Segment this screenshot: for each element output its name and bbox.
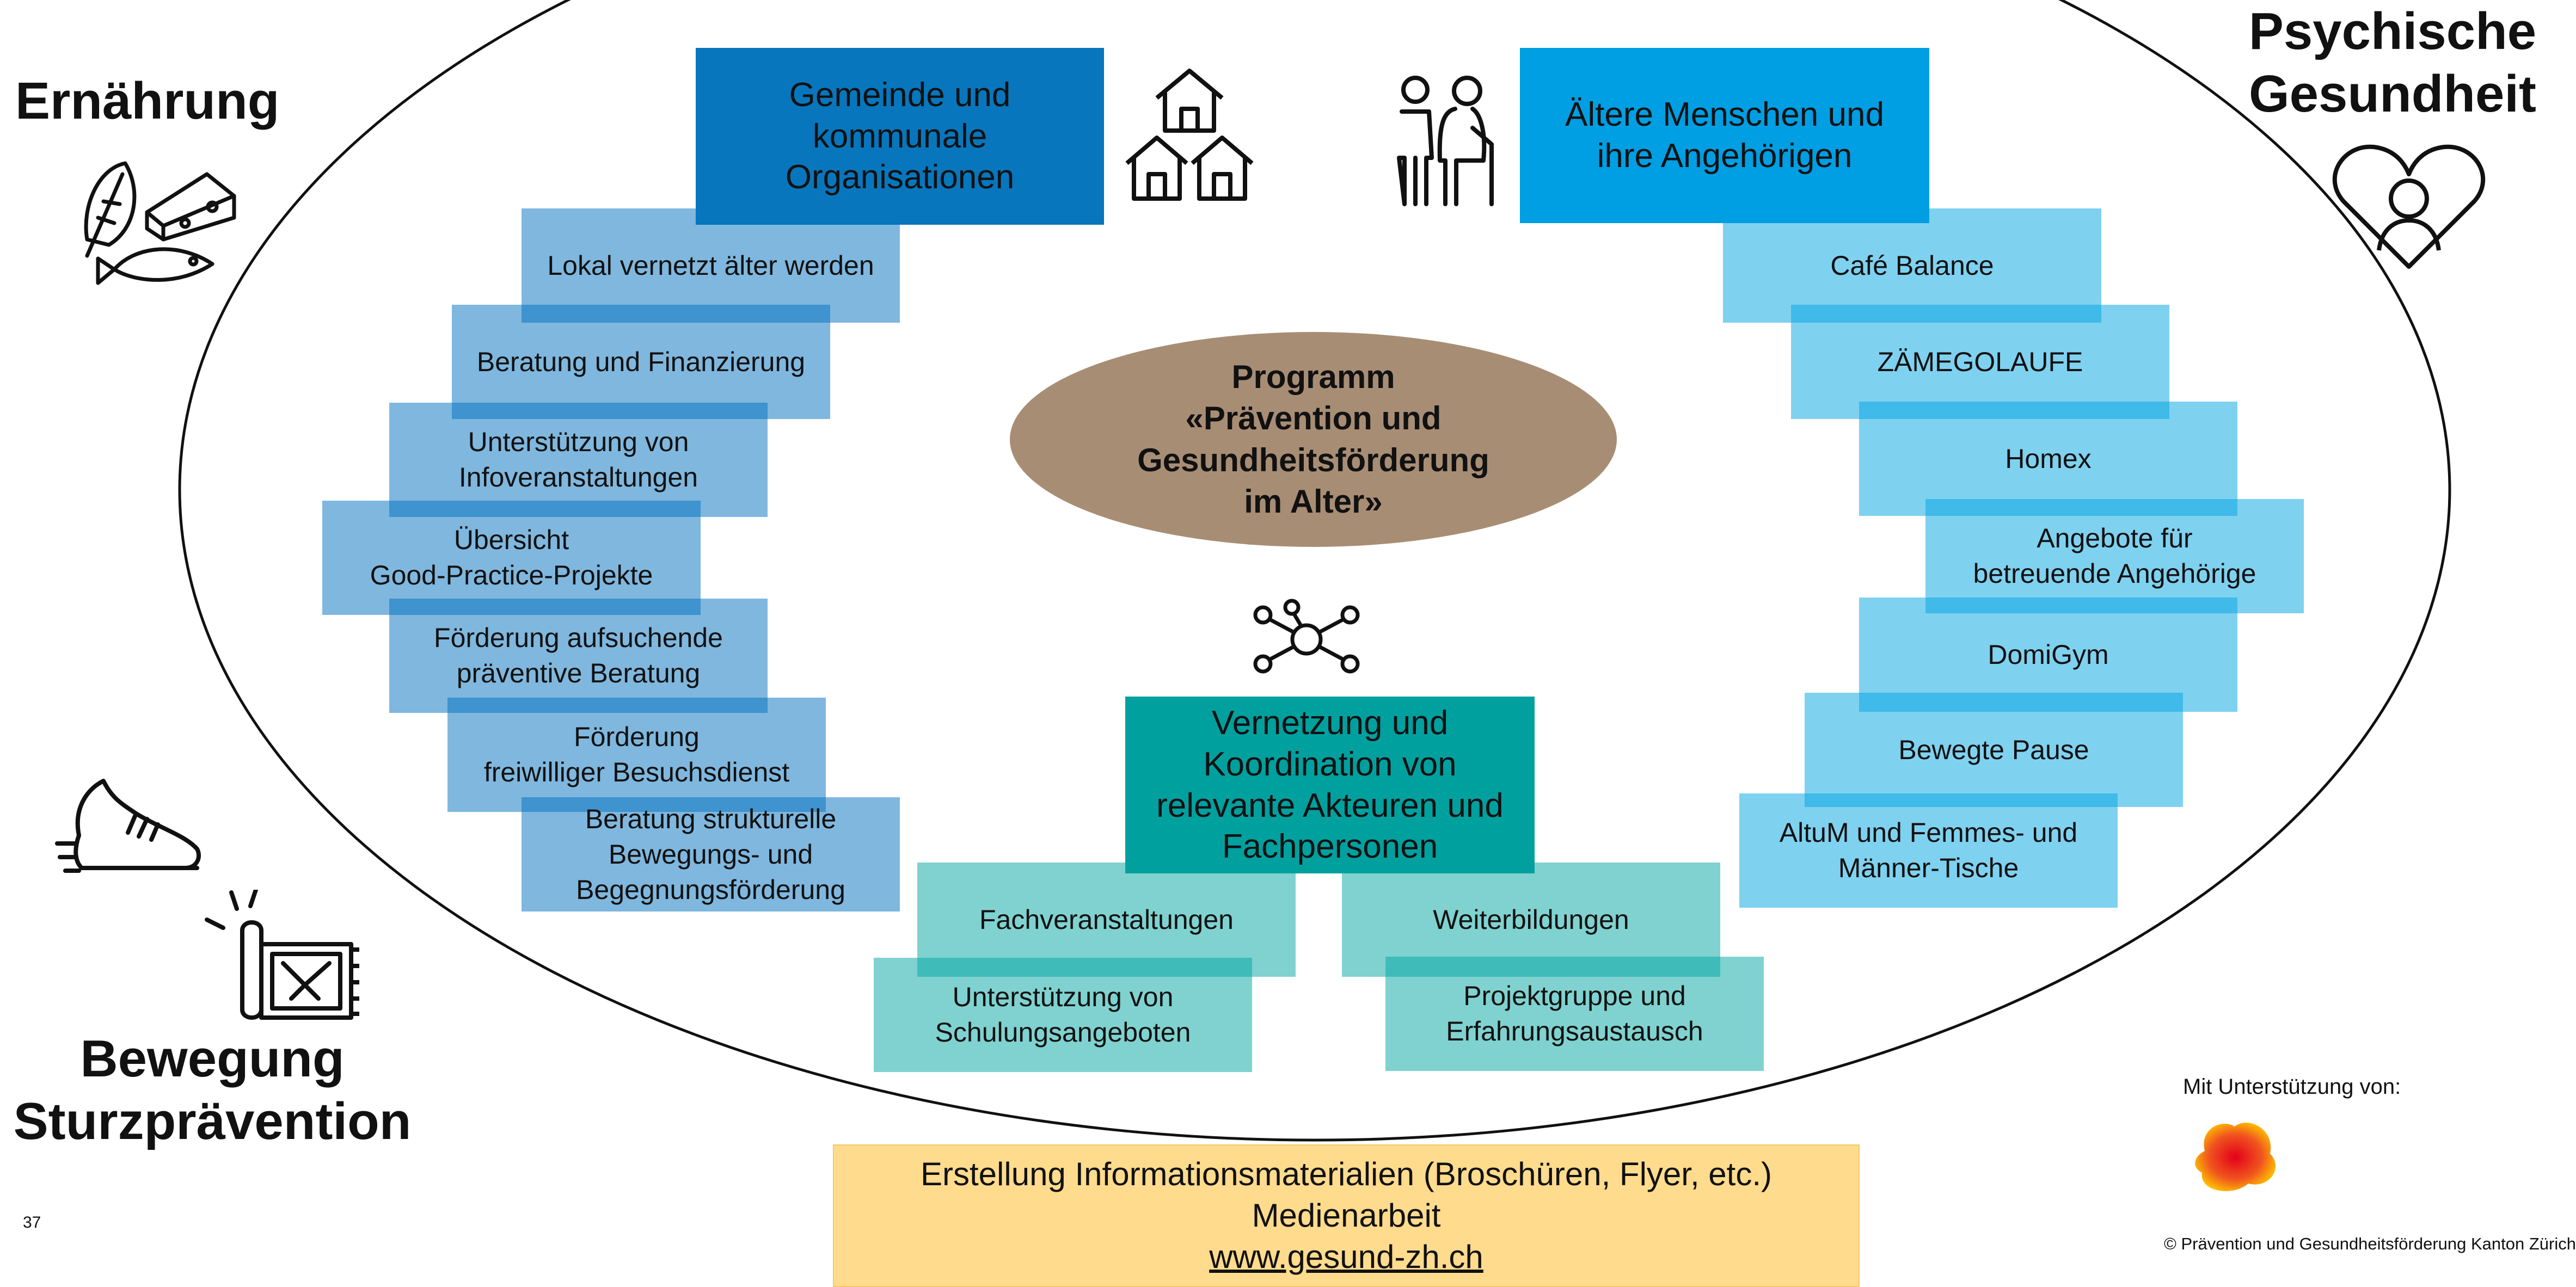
seniors-item: Bewegte Pause [1805, 693, 2183, 807]
pillar-title-line: Fachpersonen [1222, 828, 1438, 866]
tripping-rug-icon [201, 890, 359, 1023]
information-materials-box: Erstellung Informationsmaterialien (Bros… [833, 1144, 1860, 1287]
pillar-title-line: ihre Angehörigen [1597, 137, 1853, 175]
network-item-label: Fachveranstaltungen [979, 904, 1234, 935]
community-item: Beratung und Finanzierung [452, 305, 830, 419]
community-item-label: Beratung strukturelle [585, 803, 837, 834]
seniors-item: AltuM und Femmes- und Männer-Tische [1739, 793, 2118, 908]
network-item-label: Weiterbildungen [1433, 904, 1629, 935]
seniors-item: ZÄMEGOLAUFE [1791, 305, 2169, 419]
community-item-label: Good-Practice-Projekte [370, 560, 653, 590]
food-icon [76, 152, 240, 294]
seniors-item-label: Café Balance [1830, 250, 1994, 281]
seniors-item-label: Homex [2005, 443, 2092, 474]
community-item-label: Beratung und Finanzierung [476, 346, 806, 377]
seniors-item-label: Männer-Tische [1838, 853, 2019, 883]
network-item-label: Schulungsangeboten [935, 1017, 1191, 1048]
community-item-label: Förderung [574, 722, 700, 752]
community-item: Übersicht Good-Practice-Projekte [322, 501, 701, 615]
seniors-item: Angebote für betreuende Angehörige [1925, 499, 2304, 613]
info-line: Erstellung Informationsmaterialien (Bros… [921, 1155, 1772, 1192]
community-item-label: Bewegungs- und [608, 839, 813, 870]
elderly-couple-icon [1391, 73, 1500, 207]
network-item-label: Projektgruppe und [1463, 981, 1686, 1011]
program-title: Programm «Prävention und Gesundheitsförd… [1010, 332, 1617, 547]
corner-title-line: Sturzprävention [13, 1092, 412, 1151]
copyright: © Prävention und Gesundheitsförderung Ka… [2164, 1234, 2576, 1253]
seniors-item-label: betreuende Angehörige [1973, 558, 2256, 589]
community-item: Unterstützung von Infoveranstaltungen [389, 403, 768, 517]
community-item-label: Übersicht [453, 525, 569, 555]
seniors-item-label: DomiGym [1988, 639, 2109, 670]
heart-person-icon [2330, 141, 2488, 272]
community-item: Beratung strukturelle Bewegungs- und Beg… [522, 797, 900, 912]
community-item-label: Infoveranstaltungen [458, 462, 698, 492]
community-item-label: Begegnungsförderung [576, 874, 845, 905]
community-item: Förderung aufsuchende präventive Beratun… [389, 599, 768, 713]
network-icon [1249, 599, 1364, 678]
program-title-line: im Alter» [1244, 483, 1383, 520]
pillar-title-line: kommunale [812, 117, 988, 155]
pillar-title-line: Koordination von [1203, 745, 1457, 783]
seniors-pillar-title: Ältere Menschen und ihre Angehörigen [1520, 48, 1929, 223]
seniors-item-label: AltuM und Femmes- und [1779, 817, 2078, 848]
network-pillar-title: Vernetzung und Koordination von relevant… [1125, 697, 1535, 873]
program-title-line: Gesundheitsförderung [1137, 441, 1489, 478]
corner-title-movement: Bewegung Sturzprävention [11, 1027, 414, 1153]
community-item-label: Förderung aufsuchende [434, 623, 723, 653]
seniors-item-label: Bewegte Pause [1898, 734, 2089, 765]
info-line: Medienarbeit [1252, 1197, 1441, 1234]
community-item-label: Unterstützung von [468, 427, 689, 457]
corner-title-line: Gesundheit [2248, 65, 2537, 124]
program-title-line: «Prävention und [1185, 400, 1442, 437]
seniors-item-label: Angebote für [2037, 523, 2193, 553]
sponsor-logo [2188, 1113, 2286, 1200]
corner-title-mental-health: Psychische Gesundheit [2221, 0, 2564, 125]
pillar-title-line: Vernetzung und [1211, 704, 1449, 742]
pillar-title-line: relevante Akteuren und [1156, 786, 1504, 824]
community-item-label: Lokal vernetzt älter werden [547, 250, 874, 281]
community-item-label: präventive Beratung [456, 658, 701, 688]
seniors-item: Homex [1859, 402, 2237, 516]
page-number: 37 [23, 1214, 41, 1231]
corner-title-line: Bewegung [80, 1030, 345, 1088]
running-shoe-icon [54, 775, 204, 884]
pillar-title-line: Organisationen [785, 158, 1015, 196]
pillar-title-line: Ältere Menschen und [1565, 96, 1884, 134]
network-item: Unterstützung von Schulungsangeboten [874, 958, 1252, 1072]
website-link[interactable]: www.gesund-zh.ch [1209, 1239, 1483, 1276]
community-item: Förderung freiwilliger Besuchsdienst [447, 698, 826, 812]
community-item: Lokal vernetzt älter werden [522, 208, 900, 323]
pillar-title-line: Gemeinde und [789, 76, 1011, 114]
network-item-label: Unterstützung von [952, 982, 1174, 1012]
seniors-item-label: ZÄMEGOLAUFE [1877, 346, 2083, 377]
program-title-line: Programm [1231, 359, 1395, 396]
community-item-label: freiwilliger Besuchsdienst [483, 757, 790, 787]
corner-title-nutrition: Ernährung [15, 72, 280, 130]
support-label: Mit Unterstützung von: [2183, 1075, 2401, 1099]
network-item-label: Erfahrungsaustausch [1446, 1016, 1703, 1046]
network-item: Projektgruppe und Erfahrungsaustausch [1385, 957, 1764, 1071]
seniors-item: Café Balance [1723, 208, 2101, 323]
houses-icon [1124, 68, 1255, 201]
community-pillar-title: Gemeinde und kommunale Organisationen [696, 48, 1104, 225]
corner-title-line: Psychische [2248, 2, 2537, 60]
